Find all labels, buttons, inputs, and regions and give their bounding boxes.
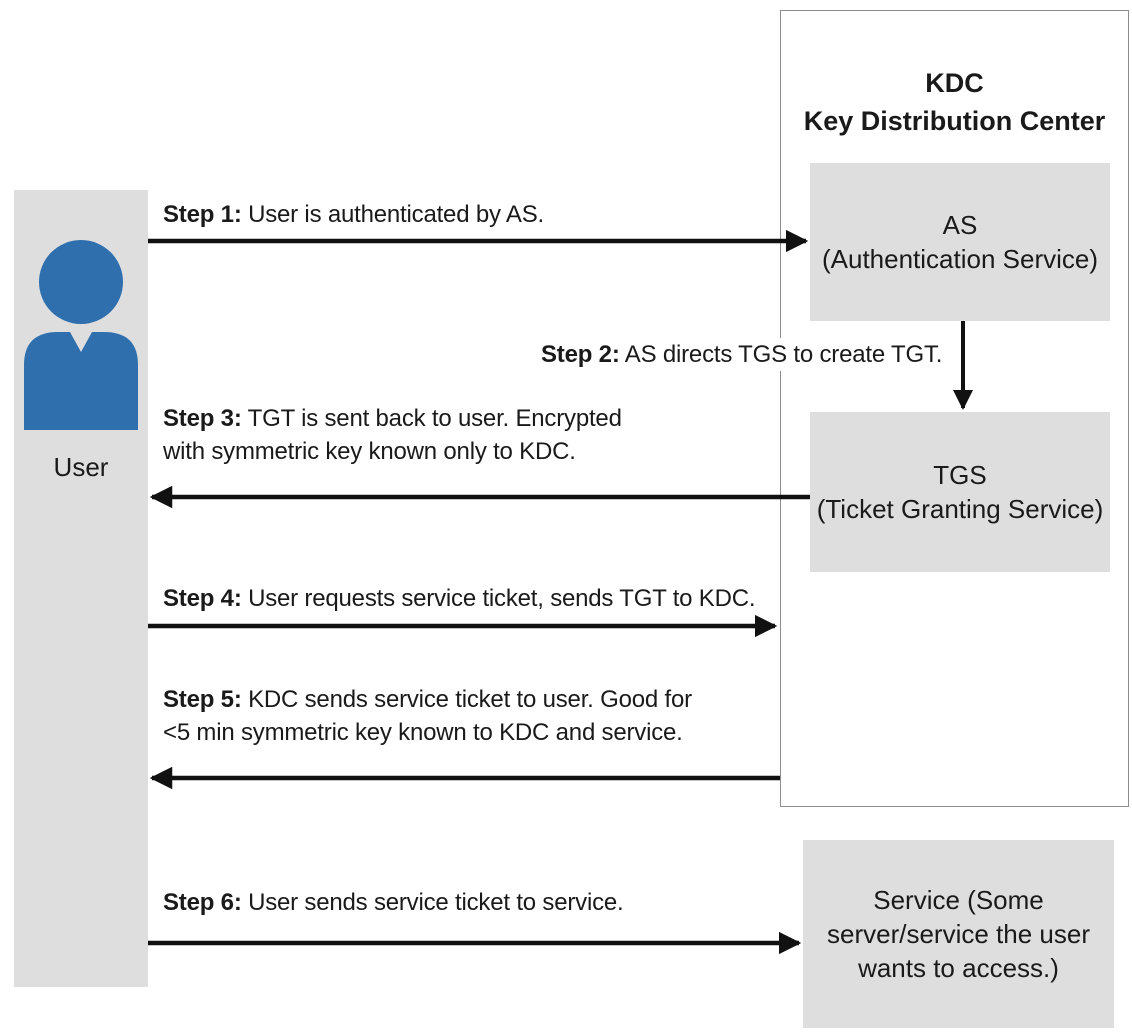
kdc-title-line1: KDC bbox=[925, 68, 984, 98]
step3-line2: with symmetric key known only to KDC. bbox=[163, 438, 576, 465]
step4-label: Step 4: User requests service ticket, se… bbox=[163, 582, 756, 615]
service-box-line3: wants to access.) bbox=[858, 953, 1059, 983]
kdc-title: KDC Key Distribution Center bbox=[780, 64, 1129, 140]
step1-prefix: Step 1: bbox=[163, 201, 242, 228]
tgs-box: TGS (Ticket Granting Service) bbox=[810, 412, 1110, 572]
step4-text: User requests service ticket, sends TGT … bbox=[248, 585, 756, 612]
step5-label: Step 5: KDC sends service ticket to user… bbox=[163, 683, 692, 749]
step3-label: Step 3: TGT is sent back to user. Encryp… bbox=[163, 402, 622, 468]
step5-prefix: Step 5: bbox=[163, 686, 242, 713]
step6-prefix: Step 6: bbox=[163, 889, 242, 916]
step1-text: User is authenticated by AS. bbox=[248, 201, 544, 228]
step2-text: AS directs TGS to create TGT. bbox=[624, 341, 943, 368]
step1-label: Step 1: User is authenticated by AS. bbox=[163, 198, 544, 231]
step6-text: User sends service ticket to service. bbox=[248, 889, 624, 916]
step3-prefix: Step 3: bbox=[163, 405, 242, 432]
step5-line2: <5 min symmetric key known to KDC and se… bbox=[163, 719, 683, 746]
service-box-line2: server/service the user bbox=[827, 919, 1090, 949]
step2-prefix: Step 2: bbox=[541, 341, 620, 368]
as-box: AS (Authentication Service) bbox=[810, 163, 1110, 321]
user-label: User bbox=[53, 452, 109, 482]
as-box-line2: (Authentication Service) bbox=[821, 244, 1099, 274]
kdc-title-line2: Key Distribution Center bbox=[803, 106, 1106, 136]
step5-line1: KDC sends service ticket to user. Good f… bbox=[248, 686, 692, 713]
service-box-line1: Service (Some bbox=[873, 885, 1044, 915]
step4-prefix: Step 4: bbox=[163, 585, 242, 612]
tgs-box-line2: (Ticket Granting Service) bbox=[816, 494, 1104, 524]
step3-line1: TGT is sent back to user. Encrypted bbox=[247, 405, 622, 432]
step2-label: Step 2: AS directs TGS to create TGT. bbox=[541, 338, 945, 371]
tgs-box-line1: TGS bbox=[933, 460, 987, 490]
service-box: Service (Some server/service the user wa… bbox=[803, 840, 1114, 1028]
step6-label: Step 6: User sends service ticket to ser… bbox=[163, 886, 624, 919]
as-box-line1: AS bbox=[942, 210, 978, 240]
user-icon bbox=[24, 240, 138, 430]
